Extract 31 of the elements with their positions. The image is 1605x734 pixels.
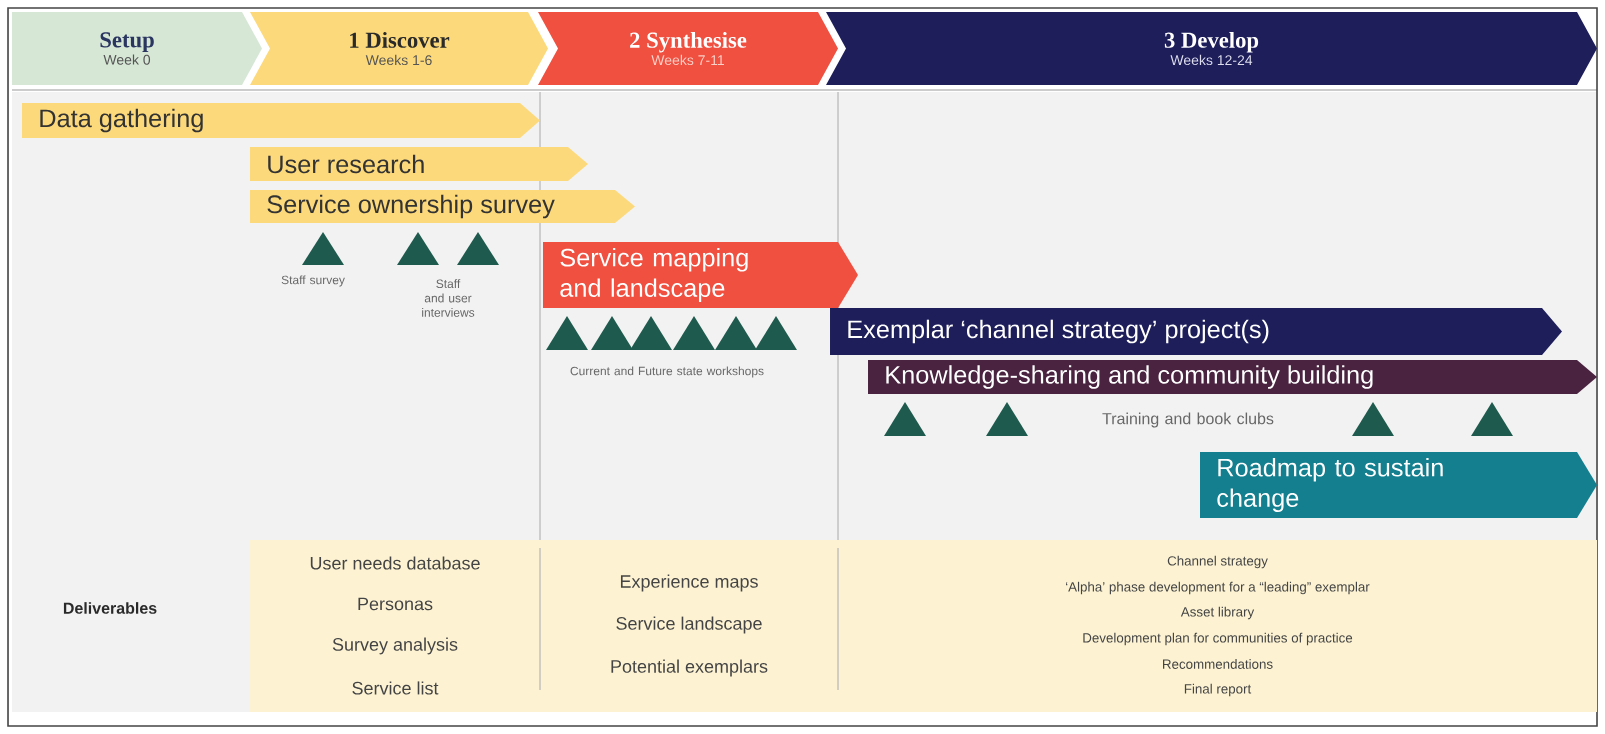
node-label: User needs database [310,556,480,570]
node-label: ‘Alpha’ phase development for a “leading” exemplar [1066,581,1370,595]
activity-bar: Data gathering [22,103,540,138]
node-label: Potential exemplars [611,659,768,677]
node-label: Service landscape [616,616,762,634]
milestone-label: Current and Future state workshops [570,366,764,378]
deliverables-cell: User needs database Personas Survey analysis Service list [250,540,540,712]
node-label: Service list [352,681,439,695]
milestone-label: Staff and user interviews [422,279,475,317]
node-label: Recommendations [1163,659,1273,669]
milestone-label: Staff survey [281,275,345,287]
phase-header: 2 Synthesise Weeks 7-11 [538,12,838,85]
activity-bar: Exemplar ‘channel strategy’ project(s) [830,308,1562,355]
node-label: Personas [358,597,433,611]
phase-header: 1 Discover Weeks 1-6 [250,12,548,85]
node-label: Asset library [1180,606,1255,620]
node-label: Development plan for communities of practice [1083,632,1353,646]
node-label: Survey analysis [332,637,458,655]
activity-bar: Knowledge-sharing and community building [868,360,1597,394]
section-label: Deliverables [63,602,157,614]
node-label: Experience maps [620,574,758,592]
node-label: Channel strategy [1167,555,1268,569]
phase-header: Setup Week 0 [12,12,262,85]
milestone-label: Training and book clubs [1102,412,1274,428]
activity-bar: Service ownership survey [250,190,635,223]
activity-bar: Roadmap to sustain change [1200,452,1597,518]
activity-bar: Service mapping and landscape [543,242,858,308]
phase-header: 3 Develop Weeks 12-24 [826,12,1597,85]
activity-bar: User research [250,147,588,181]
deliverables-cell: Experience maps Service landscape Potential exemplars [540,540,838,712]
node-label: Final report [1184,683,1252,697]
